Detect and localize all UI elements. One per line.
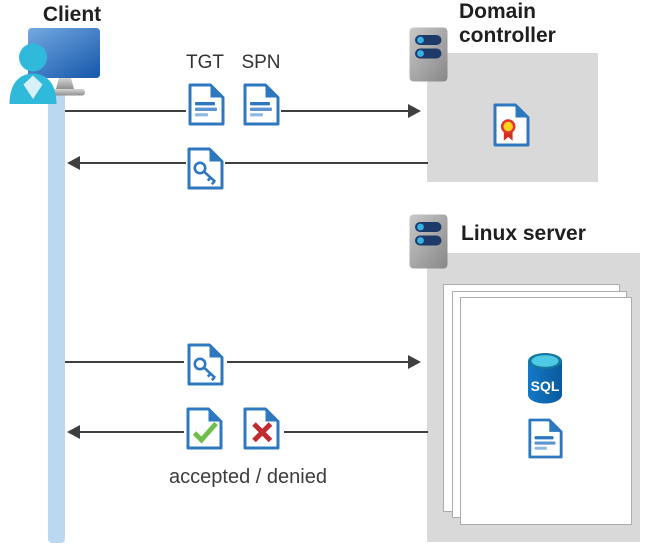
monitor-stand (56, 78, 74, 89)
arrow-client-to-dc-line-right (281, 110, 408, 112)
arrow-dc-to-client-line-right (225, 162, 428, 164)
client-icon (9, 28, 100, 104)
denied-x-document-icon (243, 407, 280, 450)
sql-badge-text: SQL (531, 378, 560, 394)
arrow-client-to-server-line-right (227, 361, 408, 363)
check-glyph (192, 421, 218, 444)
spn-label: SPN (241, 52, 281, 73)
accepted-denied-label: accepted / denied (169, 466, 327, 488)
arrow-dc-to-client-line-left (80, 162, 186, 164)
tgt-label: TGT (186, 52, 224, 73)
arrow-client-to-dc-line-left (65, 110, 186, 112)
domain-controller-label: Domain controller (459, 0, 556, 47)
ribbon-seal (500, 119, 516, 134)
key-ticket-document-icon-2 (187, 343, 224, 386)
key-glyph (193, 357, 217, 382)
linux-server-label: Linux server (461, 222, 586, 245)
server-icon-domain-controller (409, 27, 448, 82)
arrow-dc-to-client-head (67, 156, 80, 170)
accepted-check-document-icon (186, 407, 223, 450)
arrow-client-to-dc-head (408, 104, 421, 118)
monitor-base (51, 89, 85, 96)
key-glyph (193, 161, 217, 186)
x-glyph (252, 422, 273, 443)
arrow-server-to-client-head (67, 425, 80, 439)
arrow-server-to-client-line-right (284, 431, 428, 433)
key-ticket-document-icon (187, 147, 224, 190)
client-label: Client (42, 3, 102, 26)
arrow-client-to-server-head (408, 355, 421, 369)
spn-document-icon (243, 83, 280, 126)
arrow-client-to-server-line-left (65, 361, 184, 363)
server-icon-linux (409, 214, 448, 269)
monitor-icon (28, 28, 100, 78)
person-icon (9, 43, 57, 104)
tgt-document-icon (188, 83, 225, 126)
container-card-front (460, 297, 632, 525)
keytab-document-icon (528, 418, 563, 459)
certificate-icon (493, 103, 530, 147)
arrow-server-to-client-line-left (80, 431, 184, 433)
client-lifeline (48, 90, 65, 543)
sql-database-icon: SQL (528, 353, 562, 404)
